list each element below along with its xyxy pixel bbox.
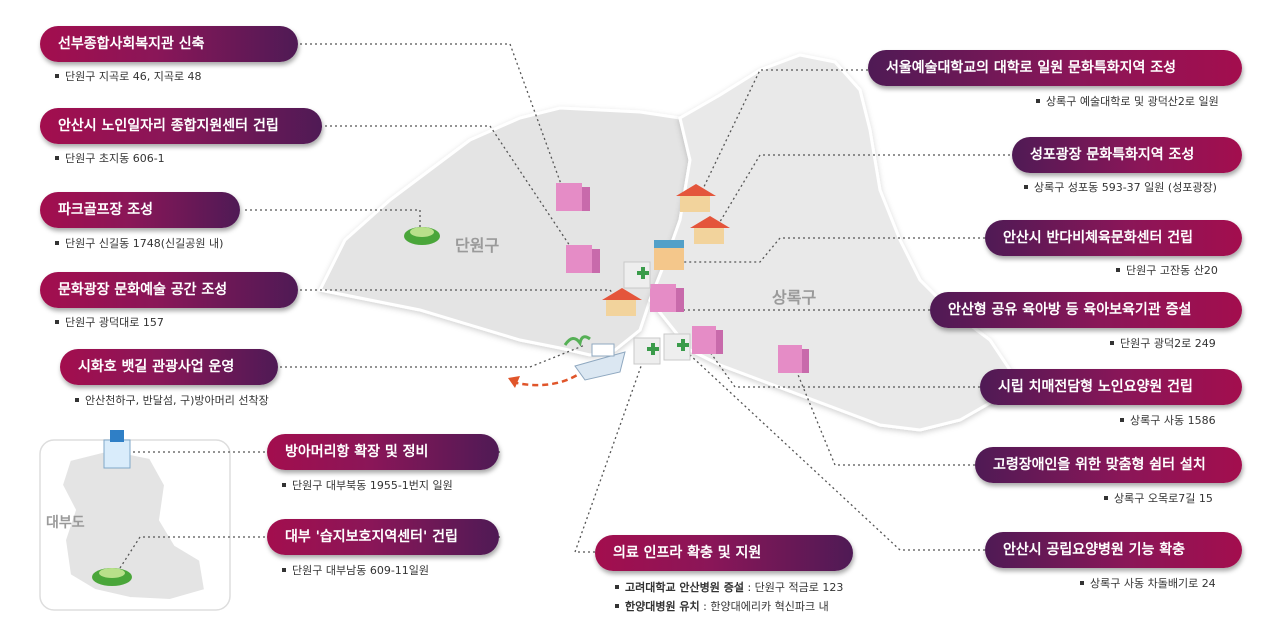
item-sub-culture-plaza: 단원구 광덕대로 157 [55, 314, 164, 330]
item-sub-dementia-home: 상록구 사동 1586 [1120, 412, 1216, 428]
item-title-seongpo-plaza: 성포광장 문화특화지역 조성 [1012, 137, 1242, 173]
item-sub-medical-2: 한양대병원 유치 : 한양대에리카 혁신파크 내 [615, 598, 829, 614]
boat-icon [563, 335, 626, 381]
item-title-public-hospital: 안산시 공립요양병원 기능 확충 [985, 532, 1242, 568]
item-sub-public-hospital: 상록구 사동 차돌배기로 24 [1080, 575, 1216, 591]
item-title-sihwa-boat: 시화호 뱃길 관광사업 운영 [60, 349, 278, 385]
building-icon [556, 183, 809, 373]
item-sub-seongpo-plaza: 상록구 성포동 593-37 일원 (성포광장) [1024, 179, 1217, 195]
item-title-childcare: 안산형 공유 육아방 등 육아보육기관 증설 [930, 292, 1242, 328]
item-title-medical: 의료 인프라 확충 및 지원 [595, 535, 853, 571]
route-arrow [511, 368, 586, 387]
hospital-icon [623, 261, 691, 365]
item-sub-bandabi-center: 단원구 고잔동 산20 [1116, 262, 1218, 278]
item-sub-childcare: 단원구 광덕2로 249 [1110, 335, 1216, 351]
region-label-danwon: 단원구 [455, 236, 500, 255]
port-icon [103, 430, 131, 469]
item-sub-park-golf: 단원구 신길동 1748(신길공원 내) [55, 235, 223, 251]
item-sub-wetland-center: 단원구 대부남동 609-11일원 [282, 562, 429, 578]
house-icon [602, 184, 730, 316]
item-sub-disabled-shelter: 상록구 오목로7길 15 [1104, 490, 1213, 506]
region-label-daebu: 대부도 [46, 515, 85, 531]
item-title-bandabi-center: 안산시 반다비체육문화센터 건립 [985, 220, 1242, 256]
item-sub-seoul-arts: 상록구 예술대학로 및 광덕산2로 일원 [1036, 93, 1219, 109]
danwon-region [317, 106, 692, 357]
item-title-culture-plaza: 문화광장 문화예술 공간 조성 [40, 272, 298, 308]
item-sub-senior-jobs: 단원구 초지동 606-1 [55, 150, 165, 166]
item-title-disabled-shelter: 고령장애인을 위한 맞춤형 쉼터 설치 [975, 447, 1242, 483]
item-title-park-golf: 파크골프장 조성 [40, 192, 240, 228]
park-icon [92, 227, 440, 586]
item-sub-medical-1: 고려대학교 안산병원 증설 : 단원구 적금로 123 [615, 579, 843, 595]
item-title-senior-jobs: 안산시 노인일자리 종합지원센터 건립 [40, 108, 322, 144]
item-title-wetland-center: 대부 '습지보호지역센터' 건립 [267, 519, 499, 555]
item-sub-bangameori-port: 단원구 대부북동 1955-1번지 일원 [282, 477, 453, 493]
region-label-sangnok: 상록구 [772, 288, 817, 307]
item-title-bangameori-port: 방아머리항 확장 및 정비 [267, 434, 499, 470]
item-title-seoul-arts: 서울예술대학교의 대학로 일원 문화특화지역 조성 [868, 50, 1242, 86]
item-sub-sihwa-boat: 안산천하구, 반달섬, 구)방아머리 선착장 [75, 392, 269, 408]
item-title-seonbu: 선부종합사회복지관 신축 [40, 26, 298, 62]
daebu-island [60, 448, 207, 602]
item-title-dementia-home: 시립 치매전담형 노인요양원 건립 [980, 369, 1242, 405]
item-sub-seonbu: 단원구 지곡로 46, 지곡로 48 [55, 68, 202, 84]
